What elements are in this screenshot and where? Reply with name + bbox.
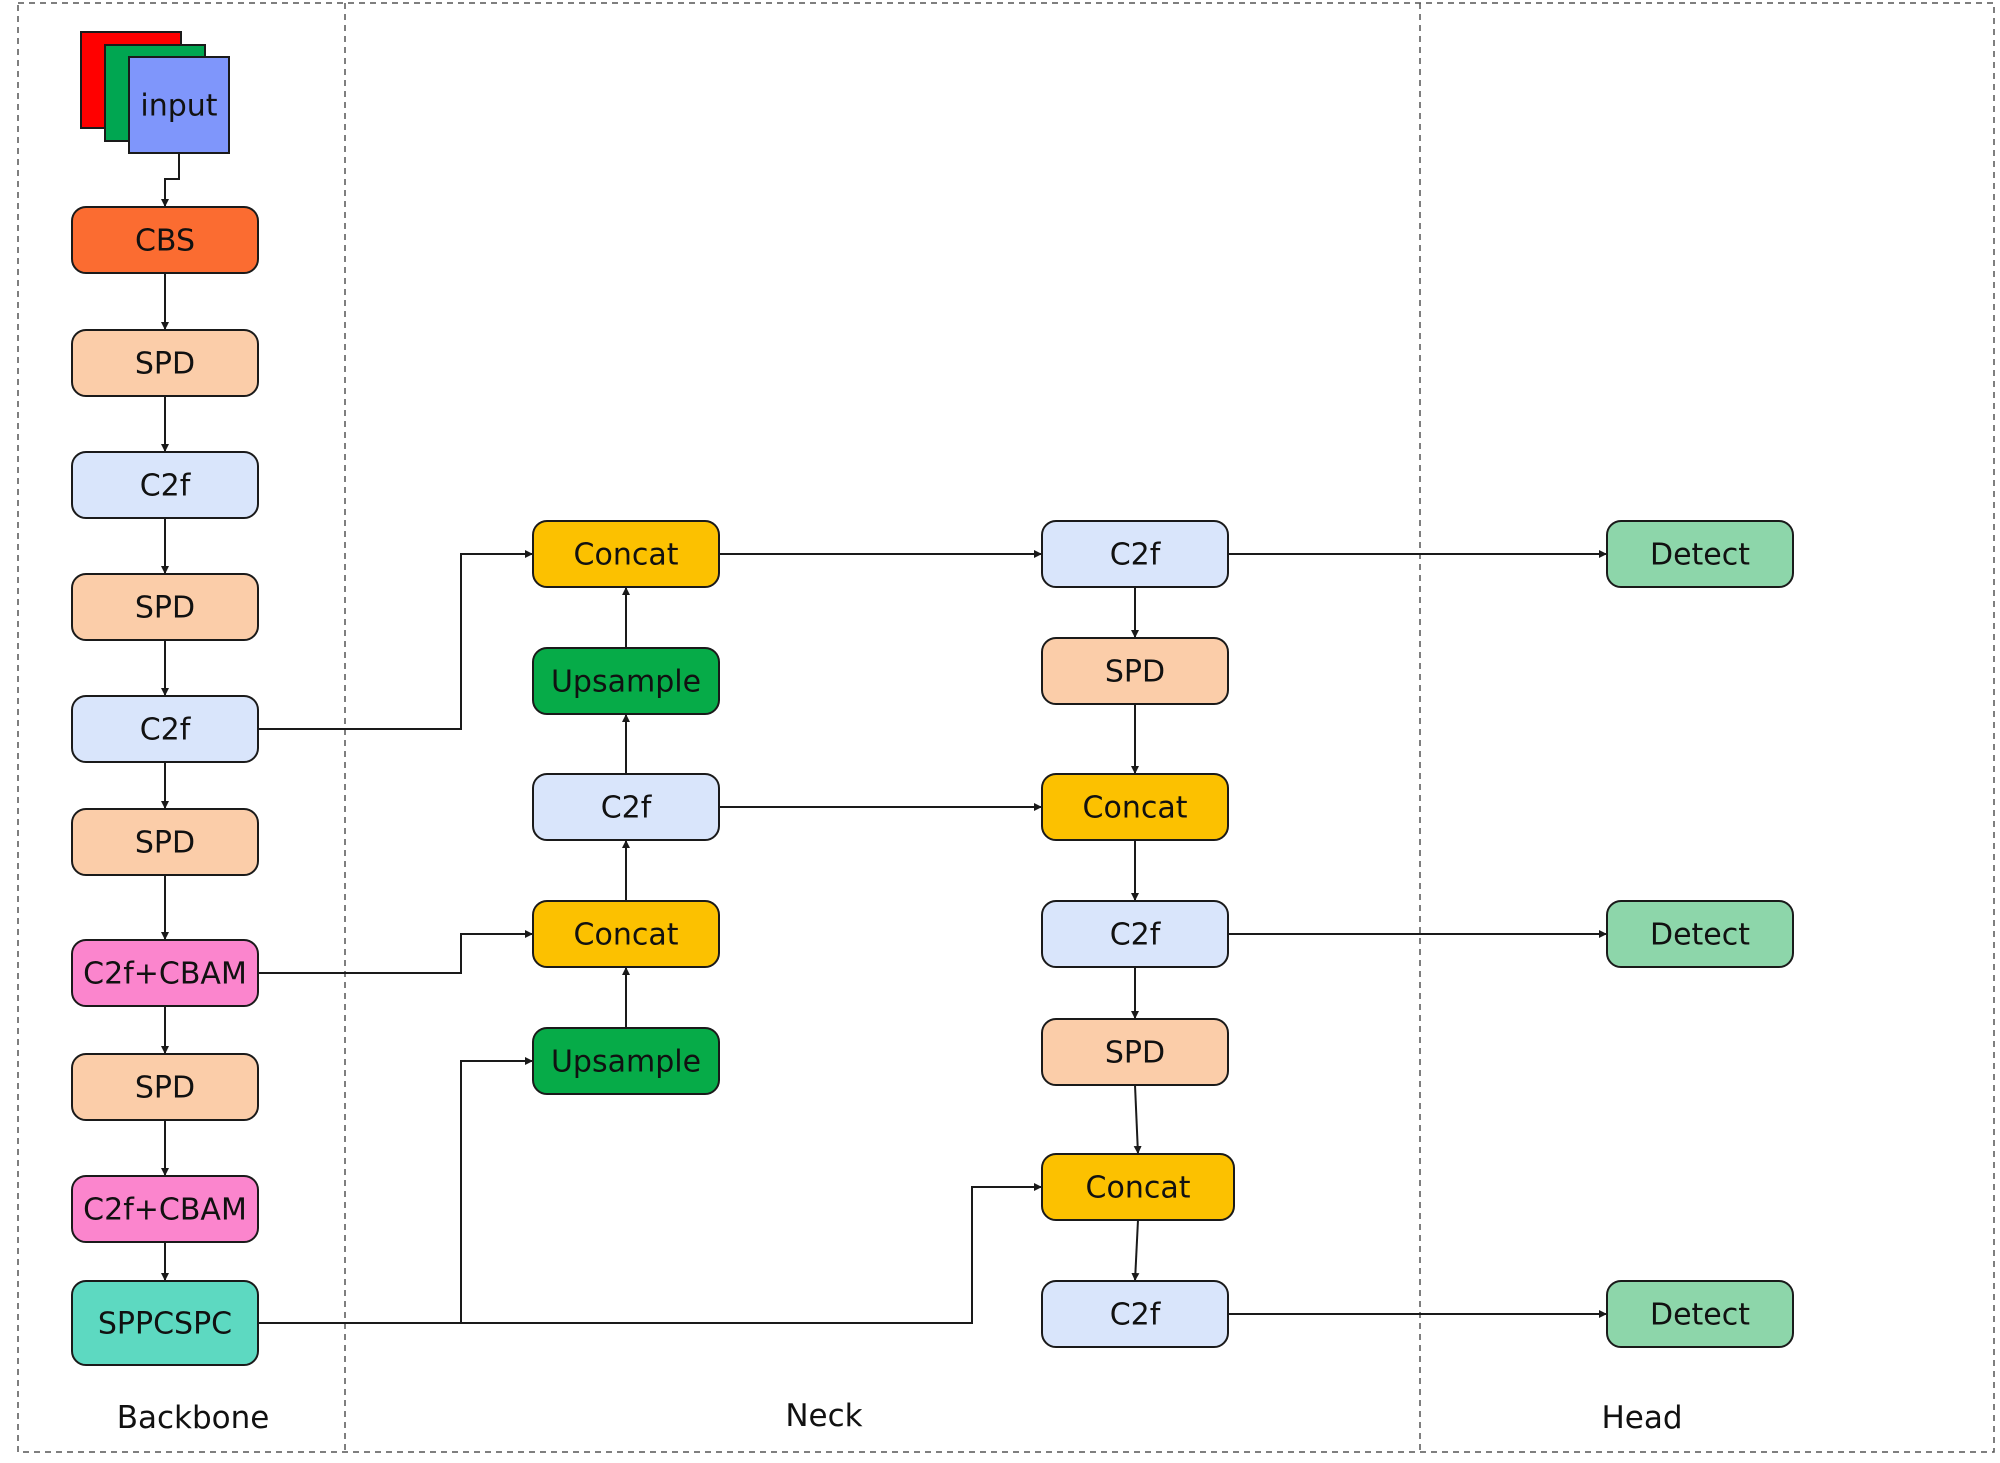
section-label-head: Head bbox=[1601, 1400, 1682, 1436]
node-box bbox=[1041, 1018, 1229, 1086]
node-det1: Detect bbox=[1606, 520, 1794, 588]
node-label: Upsample bbox=[551, 665, 701, 700]
node-label: SPD bbox=[135, 826, 195, 861]
node-label: C2f+CBAM bbox=[83, 1193, 247, 1228]
node-bb-cbam1: C2f+CBAM bbox=[71, 939, 259, 1007]
node-bb-c2f1: C2f bbox=[71, 451, 259, 519]
node-label: CBS bbox=[135, 224, 195, 259]
edge-sppcspc-to-m-concat2 bbox=[258, 1183, 1042, 1324]
edge-bb-c2f2-to-n-concat1 bbox=[258, 550, 533, 730]
node-label: C2f bbox=[1110, 538, 1162, 573]
nodes-layer: inputCBSSPDC2fSPDC2fSPDC2f+CBAMSPDC2f+CB… bbox=[71, 31, 1794, 1366]
node-label: C2f+CBAM bbox=[83, 957, 247, 992]
node-box bbox=[71, 695, 259, 763]
node-label: SPD bbox=[135, 591, 195, 626]
node-m-concat1: Concat bbox=[1041, 773, 1229, 841]
node-box bbox=[1041, 520, 1229, 588]
node-box bbox=[71, 451, 259, 519]
node-label: Concat bbox=[1086, 1171, 1191, 1206]
node-box bbox=[1041, 773, 1229, 841]
node-box bbox=[1041, 1280, 1229, 1348]
section-label-neck: Neck bbox=[785, 1398, 862, 1434]
node-label: C2f bbox=[1110, 918, 1162, 953]
node-box bbox=[71, 573, 259, 641]
node-label: input bbox=[140, 89, 217, 124]
node-input: input bbox=[80, 31, 230, 154]
node-m-c2f2: C2f bbox=[1041, 900, 1229, 968]
node-n-concat2: Concat bbox=[532, 900, 720, 968]
node-box bbox=[1606, 520, 1794, 588]
node-bb-spd4: SPD bbox=[71, 1053, 259, 1121]
node-label: Detect bbox=[1650, 918, 1750, 953]
node-n-c2f: C2f bbox=[532, 773, 720, 841]
node-box bbox=[1041, 900, 1229, 968]
edge-m-concat2-to-m-c2f3 bbox=[1131, 1219, 1140, 1282]
section-frame bbox=[17, 2, 1995, 1453]
node-m-c2f3: C2f bbox=[1041, 1280, 1229, 1348]
node-label: SPD bbox=[1105, 1036, 1165, 1071]
node-label: C2f bbox=[1110, 1298, 1162, 1333]
node-label: Concat bbox=[574, 918, 679, 953]
node-box bbox=[1606, 1280, 1794, 1348]
node-bb-cbam2: C2f+CBAM bbox=[71, 1175, 259, 1243]
edge-sppcspc-to-n-up2 bbox=[258, 1057, 533, 1324]
node-box bbox=[532, 773, 720, 841]
node-box bbox=[532, 520, 720, 588]
input-stack-layer bbox=[128, 56, 230, 154]
node-box bbox=[1606, 900, 1794, 968]
edge-m-spd2-to-m-concat2 bbox=[1133, 1084, 1142, 1155]
node-box bbox=[71, 1053, 259, 1121]
node-bb-spd3: SPD bbox=[71, 808, 259, 876]
node-box bbox=[71, 1280, 259, 1366]
node-box bbox=[71, 808, 259, 876]
node-box bbox=[532, 900, 720, 968]
node-m-spd1: SPD bbox=[1041, 637, 1229, 705]
node-box bbox=[71, 939, 259, 1007]
section-labels: Backbone Neck Head bbox=[117, 1398, 1683, 1436]
node-det2: Detect bbox=[1606, 900, 1794, 968]
node-box bbox=[71, 1175, 259, 1243]
node-bb-spd1: SPD bbox=[71, 329, 259, 397]
node-label: C2f bbox=[140, 713, 192, 748]
node-box bbox=[532, 1027, 720, 1095]
node-label: Concat bbox=[1083, 791, 1188, 826]
node-bb-spd2: SPD bbox=[71, 573, 259, 641]
node-m-c2f1: C2f bbox=[1041, 520, 1229, 588]
edge-bb-cbam1-to-n-concat2 bbox=[258, 930, 533, 974]
edges-layer bbox=[161, 153, 1607, 1324]
node-label: SPD bbox=[1105, 655, 1165, 690]
node-n-up1: Upsample bbox=[532, 647, 720, 715]
node-label: C2f bbox=[601, 791, 653, 826]
node-label: SPD bbox=[135, 1071, 195, 1106]
node-bb-c2f2: C2f bbox=[71, 695, 259, 763]
section-label-backbone: Backbone bbox=[117, 1400, 270, 1436]
node-m-spd2: SPD bbox=[1041, 1018, 1229, 1086]
node-label: Detect bbox=[1650, 538, 1750, 573]
edge-input-to-cbs bbox=[161, 153, 180, 207]
node-box bbox=[1041, 1153, 1235, 1221]
node-label: SPPCSPC bbox=[98, 1307, 232, 1342]
node-cbs: CBS bbox=[71, 206, 259, 274]
node-det3: Detect bbox=[1606, 1280, 1794, 1348]
node-box bbox=[532, 647, 720, 715]
node-label: Detect bbox=[1650, 1298, 1750, 1333]
outer-dashed-border bbox=[17, 2, 1995, 1453]
node-box bbox=[71, 206, 259, 274]
node-label: SPD bbox=[135, 347, 195, 382]
node-n-concat1: Concat bbox=[532, 520, 720, 588]
node-label: Concat bbox=[574, 538, 679, 573]
node-m-concat2: Concat bbox=[1041, 1153, 1235, 1221]
node-n-up2: Upsample bbox=[532, 1027, 720, 1095]
node-sppcspc: SPPCSPC bbox=[71, 1280, 259, 1366]
node-box bbox=[1041, 637, 1229, 705]
node-label: C2f bbox=[140, 469, 192, 504]
node-label: Upsample bbox=[551, 1045, 701, 1080]
node-box bbox=[71, 329, 259, 397]
